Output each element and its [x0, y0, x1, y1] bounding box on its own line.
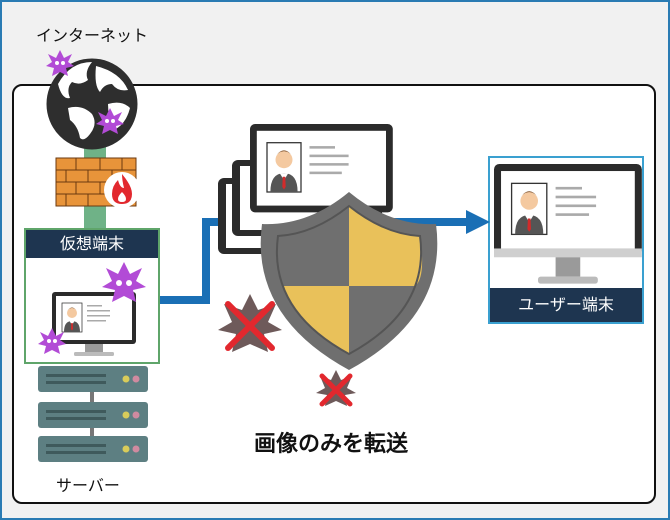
blocked-virus-icon [218, 294, 282, 352]
monitor-icon [51, 291, 137, 356]
virtual-terminal-title: 仮想端末 [26, 230, 158, 258]
virus-icon [46, 50, 74, 76]
fire-icon [104, 172, 140, 208]
internet-label: インターネット [36, 26, 149, 45]
virus-icon [38, 328, 66, 354]
server-icon [38, 366, 148, 462]
user-terminal-title: ユーザー端末 [490, 288, 642, 322]
globe-icon [46, 58, 138, 150]
virus-icon [96, 108, 124, 134]
server-label: サーバー [56, 476, 120, 495]
virus-icon [102, 262, 146, 302]
monitor-icon [493, 163, 643, 284]
shield-icon [260, 192, 438, 370]
blocked-virus-icon [316, 370, 356, 407]
transfer-caption: 画像のみを転送 [254, 432, 409, 457]
